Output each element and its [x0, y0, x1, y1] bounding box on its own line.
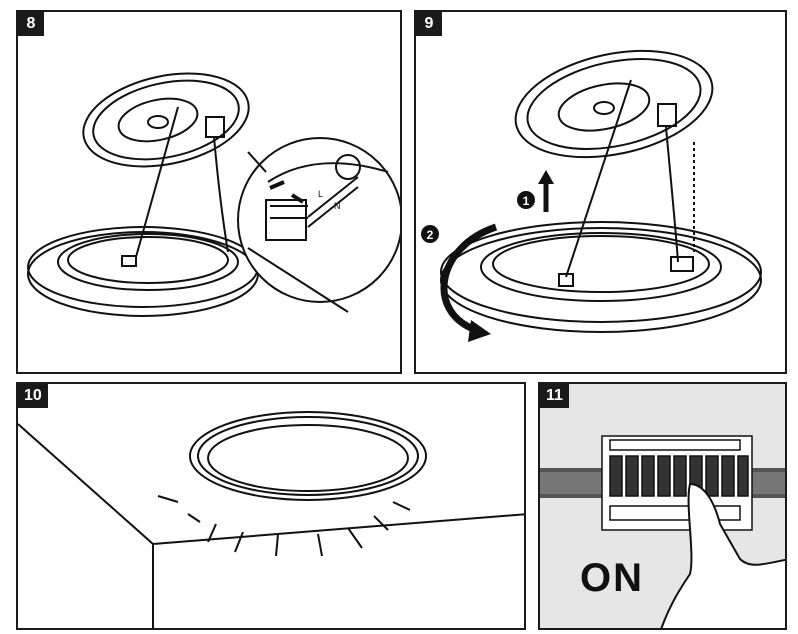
step-9-number: 9 [416, 12, 442, 36]
step-10-panel: 10 [16, 382, 526, 630]
step-9-illustration: 1 2 [421, 49, 762, 342]
step-8-number: 8 [18, 12, 44, 36]
step-8-panel: 8 [16, 10, 402, 374]
step-9-marker-1: 1 [523, 194, 530, 208]
breaker-panel-illustration [540, 435, 785, 628]
wire-label-n: N [334, 201, 341, 211]
wire-label-l: L [318, 189, 323, 199]
step-9-panel: 9 1 2 [414, 10, 787, 374]
step-10-illustration [18, 411, 524, 628]
step-11-number: 11 [540, 384, 569, 408]
step-10-number: 10 [18, 384, 48, 408]
on-label: ON [580, 556, 644, 600]
step-9-marker-2: 2 [427, 228, 434, 242]
step-11-panel: 11 ON [538, 382, 787, 630]
step-8-illustration: L N [27, 72, 400, 317]
